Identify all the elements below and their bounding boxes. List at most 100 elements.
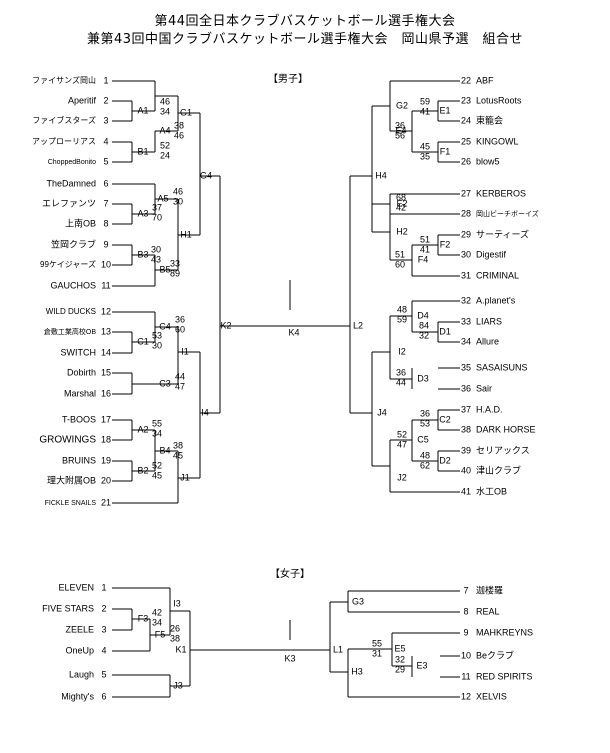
team-name: LIARS (476, 316, 502, 326)
score: 68 (396, 192, 406, 202)
match-label: I4 (201, 407, 209, 417)
team-number: 11 (101, 280, 110, 290)
match-label: H2 (396, 226, 408, 236)
score: 38 (174, 120, 184, 130)
team-number: 28 (461, 208, 471, 218)
team-number: 17 (101, 414, 111, 424)
match-label: G2 (396, 100, 408, 110)
match-label: E5 (394, 643, 405, 653)
team-name: XELVIS (476, 691, 507, 701)
score: 43 (151, 254, 161, 264)
team-name: 倉敷工業高校OB (44, 327, 96, 336)
match-label: E1 (439, 105, 450, 115)
team-name: 笠岡クラブ (51, 238, 96, 249)
team-number: 20 (101, 475, 111, 485)
team-number: 2 (101, 603, 106, 613)
score: 44 (396, 377, 406, 387)
score: 48 (420, 450, 430, 460)
team-name: Laugh (69, 669, 94, 679)
match-label: J3 (173, 680, 183, 690)
score: 45 (420, 141, 430, 151)
match-label: A1 (137, 105, 148, 115)
match-label: F3 (138, 613, 149, 623)
team-number: 21 (101, 497, 111, 507)
score: 42 (152, 607, 162, 617)
team-name: WILD DUCKS (46, 307, 96, 316)
match-label: H3 (351, 666, 363, 676)
score: 36 (396, 367, 406, 377)
team-number: 3 (101, 624, 106, 634)
score: 38 (173, 440, 183, 450)
team-number: 34 (461, 336, 471, 346)
team-name: 水工OB (476, 485, 507, 496)
match-label: H1 (180, 229, 192, 239)
team-number: 6 (103, 178, 108, 188)
match-label: L2 (353, 320, 363, 330)
score: 46 (160, 96, 170, 106)
score: 55 (372, 638, 382, 648)
team-name: ELEVEN (58, 582, 94, 592)
title-line-1: 第44回全日本クラブバスケットボール選手権大会 (154, 14, 456, 29)
team-number: 27 (461, 188, 471, 198)
match-label: H4 (375, 170, 387, 180)
match-label: F2 (440, 239, 451, 249)
team-number: 23 (461, 95, 471, 105)
team-number: 38 (461, 424, 471, 434)
team-number: 4 (101, 645, 106, 655)
team-name: 岡山ビーチボーイズ (476, 209, 539, 218)
team-number: 37 (461, 404, 471, 414)
team-name: A.planet's (476, 295, 516, 305)
team-name: MAHKREYNS (476, 627, 533, 637)
team-number: 5 (103, 156, 108, 166)
team-number: 22 (461, 75, 471, 85)
score: 59 (420, 96, 430, 106)
team-number: 16 (101, 388, 111, 398)
team-name: GROWINGS (39, 435, 96, 446)
team-number: 1 (103, 75, 108, 85)
score: 52 (397, 429, 407, 439)
team-name: 99ケイジャーズ (40, 259, 96, 269)
score: 70 (152, 212, 162, 222)
match-label: B4 (159, 445, 170, 455)
match-label: I2 (398, 346, 406, 356)
score: 30 (152, 340, 162, 350)
score: 24 (160, 150, 170, 160)
team-name: CRIMINAL (476, 270, 519, 280)
team-name: REAL (476, 606, 500, 616)
match-label: E4 (395, 125, 406, 135)
team-name: GAUCHOS (50, 280, 96, 290)
score: 34 (152, 428, 162, 438)
match-label: G1 (180, 107, 192, 117)
match-label: J4 (377, 407, 387, 417)
team-number: 9 (463, 627, 468, 637)
team-name: TheDamned (46, 178, 96, 188)
score: 44 (175, 371, 185, 381)
team-number: 32 (461, 295, 471, 305)
team-name: Beクラブ (476, 649, 514, 660)
match-label: G4 (200, 170, 212, 180)
score: 45 (173, 450, 183, 460)
score: 89 (170, 268, 180, 278)
team-name: ファイブスターズ (32, 115, 96, 125)
team-name: RED SPIRITS (476, 671, 533, 681)
score: 41 (420, 244, 430, 254)
team-name: ZEELE (65, 624, 94, 634)
team-name: Aperitif (68, 95, 97, 105)
team-number: 6 (101, 691, 106, 701)
match-label: E2 (396, 198, 407, 208)
score: 52 (152, 460, 162, 470)
score: 33 (170, 258, 180, 268)
team-number: 4 (103, 136, 108, 146)
team-name: 東籠会 (476, 114, 503, 125)
team-name: サーティーズ (476, 228, 529, 239)
match-label: K1 (175, 644, 186, 654)
score: 36 (175, 314, 185, 324)
team-number: 10 (461, 650, 471, 660)
score: 47 (397, 439, 407, 449)
match-label: F5 (155, 629, 166, 639)
men-section-label: 【男子】 (268, 74, 308, 85)
score: 51 (395, 249, 405, 259)
team-number: 9 (103, 239, 108, 249)
team-number: 26 (461, 156, 471, 166)
score: 32 (395, 654, 405, 664)
